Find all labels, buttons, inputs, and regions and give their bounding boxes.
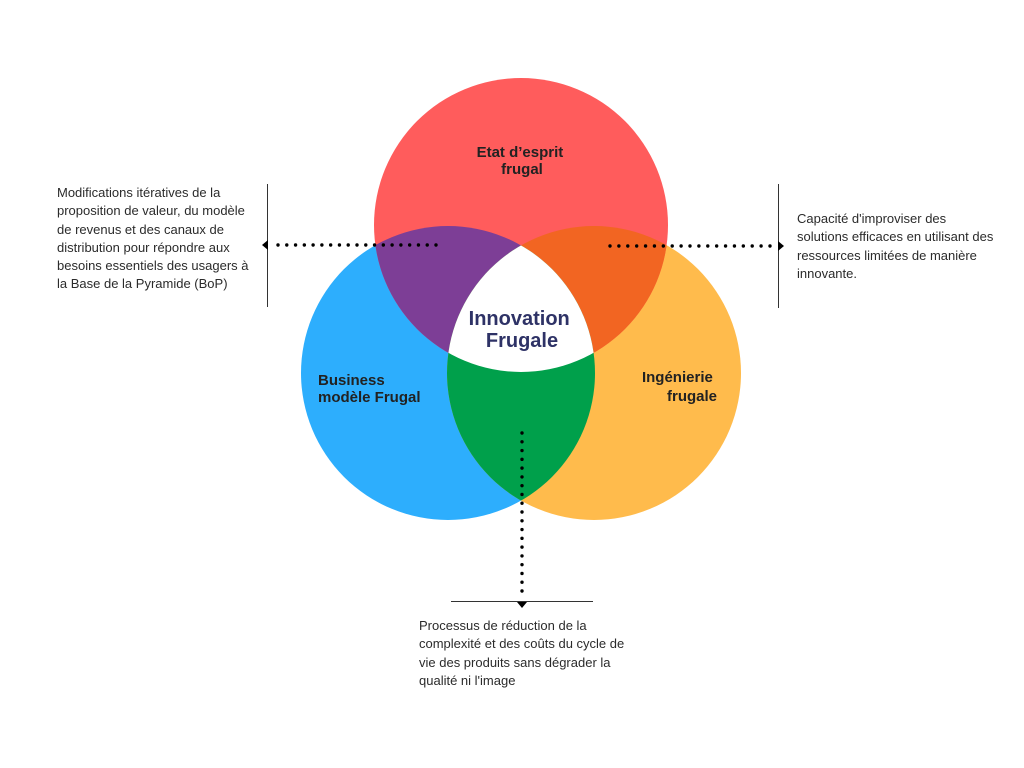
dot bbox=[759, 244, 763, 248]
dot bbox=[520, 545, 524, 549]
dot bbox=[697, 244, 701, 248]
dot bbox=[520, 475, 524, 479]
dot bbox=[661, 244, 666, 248]
arrow-left-icon bbox=[262, 240, 268, 250]
dot bbox=[407, 243, 412, 247]
dot bbox=[364, 243, 368, 247]
label-frugal-mindset: Etat d’esprit frugal bbox=[477, 144, 568, 178]
dotted-line-right bbox=[608, 244, 772, 248]
dot bbox=[520, 554, 524, 558]
connector-right bbox=[608, 184, 784, 308]
center-label-line: Innovation bbox=[469, 308, 570, 330]
dot bbox=[768, 244, 772, 248]
dot bbox=[311, 243, 315, 247]
dot bbox=[520, 448, 524, 453]
arrow-right-icon bbox=[778, 241, 784, 251]
label-line: Etat d’esprit bbox=[477, 144, 564, 161]
arrow-down-icon bbox=[517, 602, 527, 608]
center-label-line: Frugale bbox=[486, 330, 558, 352]
center-label: Innovation Frugale bbox=[469, 308, 576, 352]
dot bbox=[434, 243, 438, 247]
dot bbox=[337, 243, 342, 247]
dot bbox=[652, 244, 657, 248]
dot bbox=[634, 244, 639, 248]
dot bbox=[372, 243, 377, 247]
dot bbox=[520, 562, 524, 567]
dot bbox=[608, 244, 612, 248]
dot bbox=[520, 510, 524, 514]
dot bbox=[520, 501, 524, 505]
dot bbox=[285, 243, 289, 247]
dotted-line-left bbox=[276, 243, 438, 247]
dot bbox=[520, 571, 524, 576]
dot bbox=[276, 243, 280, 247]
dot bbox=[355, 243, 359, 247]
dot bbox=[520, 580, 524, 584]
connector-left bbox=[262, 184, 438, 307]
dot bbox=[520, 431, 524, 435]
dot bbox=[520, 589, 524, 593]
dot bbox=[320, 243, 324, 247]
dot bbox=[293, 243, 298, 247]
dot bbox=[328, 243, 333, 247]
dot bbox=[688, 244, 692, 248]
dot bbox=[520, 492, 524, 497]
dot bbox=[520, 440, 524, 444]
dotted-line-bottom bbox=[520, 431, 524, 593]
dot bbox=[706, 244, 710, 248]
dot bbox=[626, 244, 630, 248]
dot bbox=[416, 243, 421, 247]
dot bbox=[520, 519, 524, 523]
dot bbox=[643, 244, 648, 248]
dot bbox=[520, 527, 524, 532]
label-line: frugal bbox=[501, 161, 543, 178]
dot bbox=[750, 244, 754, 248]
dot bbox=[732, 244, 737, 248]
label-line: Business bbox=[318, 372, 385, 389]
dot bbox=[714, 244, 719, 248]
dot bbox=[670, 244, 674, 248]
dot bbox=[520, 466, 524, 470]
dot bbox=[520, 483, 524, 488]
dot bbox=[346, 243, 350, 247]
dot bbox=[617, 244, 621, 248]
annotation-left: Modifications itératives de la propositi… bbox=[57, 185, 249, 292]
annotation-right: Capacité d'improviser des solutions effi… bbox=[797, 211, 994, 281]
dot bbox=[520, 536, 524, 541]
dot bbox=[381, 243, 386, 247]
annotation-bottom: Processus de réduction de la complexité … bbox=[419, 618, 625, 688]
label-frugal-engineering: Ingénierie frugale bbox=[642, 369, 717, 405]
connector-bottom bbox=[451, 431, 593, 608]
dot bbox=[390, 243, 394, 247]
label-line: frugale bbox=[667, 388, 717, 405]
dot bbox=[741, 244, 746, 248]
dot bbox=[302, 243, 307, 247]
dot bbox=[399, 243, 403, 247]
dot bbox=[723, 244, 728, 248]
dot bbox=[520, 457, 524, 462]
label-line: Ingénierie bbox=[642, 369, 713, 386]
label-business-model: Business modèle Frugal bbox=[318, 372, 421, 406]
dot bbox=[679, 244, 683, 248]
label-line: modèle Frugal bbox=[318, 389, 421, 406]
dot bbox=[425, 243, 429, 247]
center-intersection bbox=[447, 226, 595, 372]
